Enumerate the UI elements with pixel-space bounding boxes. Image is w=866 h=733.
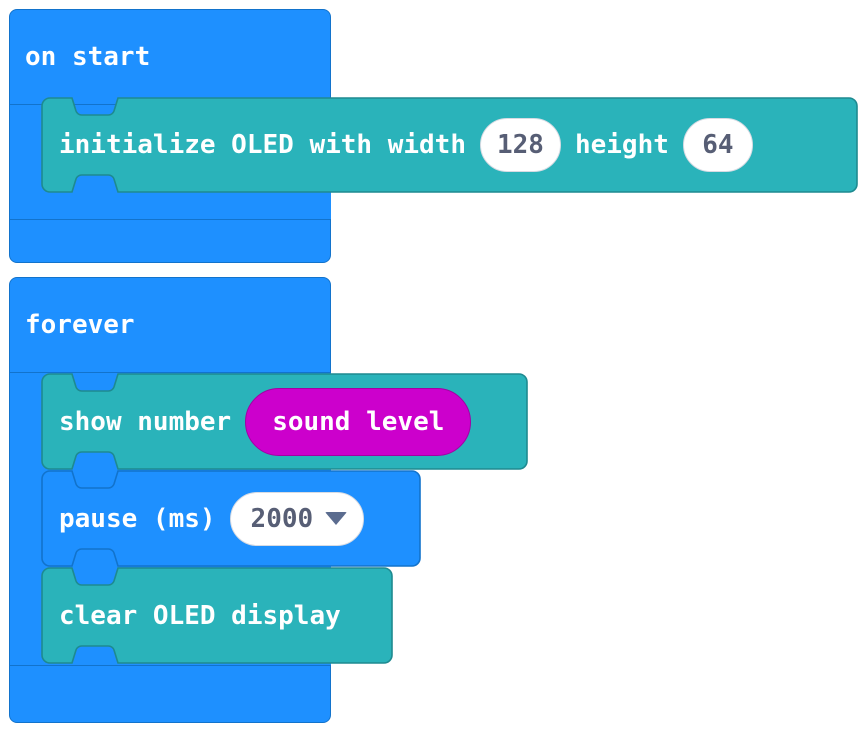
on-start-footer[interactable]: [9, 219, 331, 263]
pause-duration-value: 2000: [250, 503, 314, 534]
show-number-text: show number: [59, 406, 232, 437]
pause-duration-dropdown[interactable]: 2000: [229, 491, 365, 546]
show-number-block[interactable]: show number sound level: [41, 373, 528, 470]
clear-oled-block[interactable]: clear OLED display: [41, 567, 393, 664]
forever-header[interactable]: [9, 277, 331, 373]
initialize-oled-block[interactable]: initialize OLED with width 128 height 64: [41, 97, 858, 193]
sound-level-reporter[interactable]: sound level: [245, 387, 472, 456]
clear-oled-text: clear OLED display: [59, 600, 341, 631]
oled-width-input[interactable]: 128: [480, 118, 561, 172]
clear-oled-shape: [41, 567, 393, 664]
forever-label: forever: [25, 310, 135, 340]
pause-block[interactable]: pause (ms) 2000: [41, 470, 421, 567]
forever-footer[interactable]: [9, 665, 331, 723]
oled-height-input[interactable]: 64: [682, 118, 753, 172]
initialize-oled-text-2: height: [574, 130, 669, 160]
pause-text: pause (ms): [59, 503, 216, 534]
initialize-oled-text-1: initialize OLED with width: [59, 130, 466, 160]
on-start-label: on start: [25, 42, 151, 72]
initialize-oled-shape: [41, 97, 858, 193]
on-start-header[interactable]: [9, 9, 331, 105]
chevron-down-icon[interactable]: [325, 512, 348, 525]
